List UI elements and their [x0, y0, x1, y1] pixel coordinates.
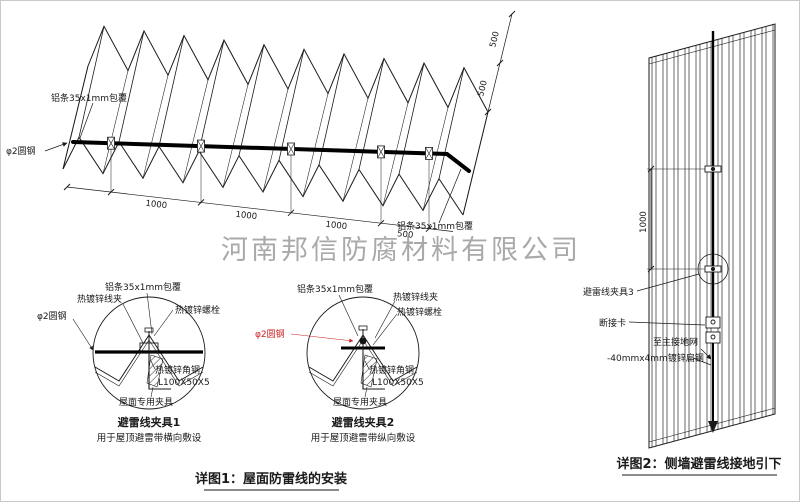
detail1-caption: 详图1：屋面防雷线的安装	[195, 471, 347, 487]
clamp-detail-circle-2	[290, 294, 420, 410]
wall-clamp-upper	[704, 165, 722, 173]
roof-aluminum-label-right: 铝条35x1mm包覆	[397, 220, 473, 232]
roof-dim-1000-c: 1000	[325, 220, 348, 232]
bottom-dimension-line	[63, 183, 454, 233]
clamp1-bolt-label: 热镀锌螺栓	[175, 304, 220, 316]
roof-isometric-drawing	[44, 10, 516, 233]
wall-clamp3-label: 避雷线夹具3	[583, 286, 634, 298]
ground-arrow	[708, 421, 718, 433]
detail2-caption: 详图2：侧墙避雷线接地引下	[616, 456, 781, 472]
dimension-extension-lines	[110, 149, 430, 229]
roof-aluminum-label-left: 铝条35x1mm包覆	[51, 92, 127, 104]
wall-dimension	[647, 165, 705, 273]
clamp2-subtitle: 用于屋顶避雷带纵向敷设	[311, 432, 416, 444]
wall-to-ground-label: 至主接地网	[653, 336, 698, 348]
clamp2-bolt-label: 热镀锌螺栓	[397, 306, 442, 318]
wall-drawing	[628, 23, 776, 449]
clamp2-angle-spec-label: L100X50X5	[372, 378, 424, 388]
roof-labels: 铝条35x1mm包覆 φ2圆钢 铝条35x1mm包覆 1000 1000 100…	[6, 30, 502, 240]
roof-dim-right-500-a: 500	[476, 79, 490, 97]
clamp2-angle-steel-label: 热镀锌角钢	[369, 364, 414, 376]
roof-corrugation-valley-lines	[62, 65, 489, 216]
roof-far-profile	[87, 25, 489, 113]
clamp2-round-steel-label: φ2圆钢	[255, 328, 285, 340]
clamp1-subtitle: 用于屋顶避雷带横向敷设	[97, 432, 202, 444]
clamp2-leaders	[290, 294, 398, 398]
wall-disconnect-label: 断接卡	[599, 317, 626, 329]
clamp1-roof-clamp-label: 屋面专用夹具	[119, 396, 173, 408]
clamp1-aluminum-label: 铝条35x1mm包覆	[105, 281, 181, 293]
wall-labels: 避雷线夹具3 断接卡 至主接地网 -40mmx4mm镀锌扁钢 1000	[583, 211, 704, 364]
clamp-detail-2-labels: 铝条35x1mm包覆 热镀锌线夹 热镀锌螺栓 φ2圆钢 热镀锌角钢 L100X5…	[255, 283, 442, 444]
roof-dim-1000-a: 1000	[145, 199, 168, 211]
roof-corrugation-ridge-lines	[78, 26, 465, 179]
clamp2-wire-clip-label: 热镀锌线夹	[393, 291, 438, 303]
right-dimension-line	[484, 10, 516, 116]
clamp1-angle-steel-label: 热镀锌角钢	[155, 364, 200, 376]
clamp2-roof-clamp-label: 屋面专用夹具	[333, 396, 387, 408]
clamp1-title: 避雷线夹具1	[118, 415, 181, 429]
wall-clamp-lower	[704, 265, 722, 273]
wall-label-leaders	[628, 273, 712, 366]
clamp-detail-circle-1	[72, 292, 206, 410]
roof-round-steel-label: φ2圆钢	[6, 145, 36, 157]
clamp1-leaders	[72, 292, 174, 398]
clamp1-round-steel-label: φ2圆钢	[37, 310, 67, 322]
clamp1-angle-spec-label: L100X50X5	[158, 378, 210, 388]
roof-label-leaders	[44, 102, 462, 224]
wall-flat-steel-label: -40mmx4mm镀锌扁钢	[607, 352, 704, 364]
clamp-detail-1-labels: 铝条35x1mm包覆 热镀锌线夹 热镀锌螺栓 φ2圆钢 热镀锌角钢 L100X5…	[37, 281, 220, 444]
roof-dim-1000-b: 1000	[235, 210, 258, 222]
wall-dim-1000: 1000	[639, 211, 649, 233]
clamp2-aluminum-label: 铝条35x1mm包覆	[297, 283, 373, 295]
clamp2-title: 避雷线夹具2	[332, 415, 395, 429]
company-watermark: 河南邦信防腐材料有限公司	[221, 235, 581, 266]
roof-dim-500: 500	[397, 229, 414, 241]
clamp1-wire-clip-label: 热镀锌线夹	[77, 293, 122, 305]
lightning-wire	[71, 140, 471, 173]
roof-dim-right-500-b: 500	[488, 30, 502, 48]
